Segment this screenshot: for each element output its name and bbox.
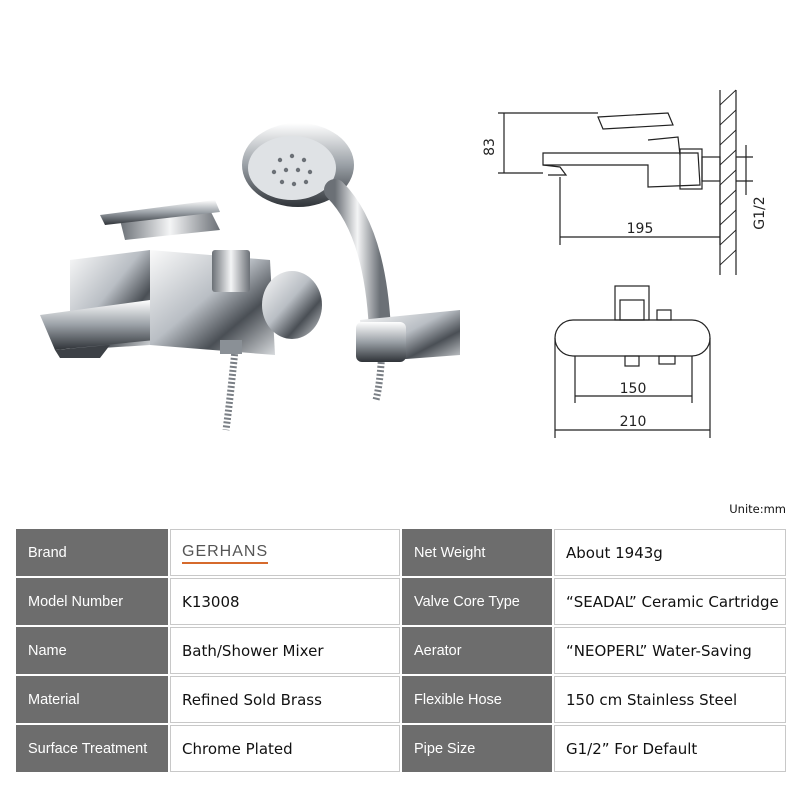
spec-value-name: Bath/Shower Mixer <box>168 625 402 676</box>
spec-value-brand: GERHANS <box>168 527 402 578</box>
spec-label-material: Material <box>14 674 170 725</box>
brand-logo: GERHANS <box>182 543 269 564</box>
spec-label-model-number: Model Number <box>14 576 170 627</box>
table-row: Name Bath/Shower Mixer Aerator “NEOPERL”… <box>14 625 788 676</box>
table-row: Material Refined Sold Brass Flexible Hos… <box>14 674 788 725</box>
spec-label-aerator: Aerator <box>400 625 554 676</box>
spec-table: Brand GERHANS Net Weight About 1943g Mod… <box>14 527 788 774</box>
spec-value-net-weight: About 1943g <box>552 527 788 578</box>
side-dimension-drawing: 83 195 G1/2 <box>482 89 768 275</box>
top-dimension-drawing: 150 210 <box>554 285 711 438</box>
side-length-label: 195 <box>627 221 654 237</box>
top-inner-width-label: 150 <box>620 381 647 397</box>
spec-value-pipe-size: G1/2” For Default <box>552 723 788 774</box>
table-row: Model Number K13008 Valve Core Type “SEA… <box>14 576 788 627</box>
spec-value-flexible-hose: 150 cm Stainless Steel <box>552 674 788 725</box>
spec-value-valve-core: “SEADAL” Ceramic Cartridge <box>552 576 788 627</box>
units-note: Unite:mm <box>729 502 786 516</box>
table-row: Brand GERHANS Net Weight About 1943g <box>14 527 788 578</box>
spec-value-surface-treatment: Chrome Plated <box>168 723 402 774</box>
side-height-label: 83 <box>482 138 498 156</box>
thread-size-label: G1/2 <box>752 196 768 229</box>
spec-label-name: Name <box>14 625 170 676</box>
spec-label-net-weight: Net Weight <box>400 527 554 578</box>
top-outer-width-label: 210 <box>620 414 647 430</box>
spec-label-brand: Brand <box>14 527 170 578</box>
spec-label-surface-treatment: Surface Treatment <box>14 723 170 774</box>
spec-value-model-number: K13008 <box>168 576 402 627</box>
spec-label-valve-core: Valve Core Type <box>400 576 554 627</box>
spec-label-pipe-size: Pipe Size <box>400 723 554 774</box>
spec-value-material: Refined Sold Brass <box>168 674 402 725</box>
spec-label-flexible-hose: Flexible Hose <box>400 674 554 725</box>
table-row: Surface Treatment Chrome Plated Pipe Siz… <box>14 723 788 774</box>
spec-value-aerator: “NEOPERL” Water-Saving <box>552 625 788 676</box>
product-photo <box>40 123 460 431</box>
